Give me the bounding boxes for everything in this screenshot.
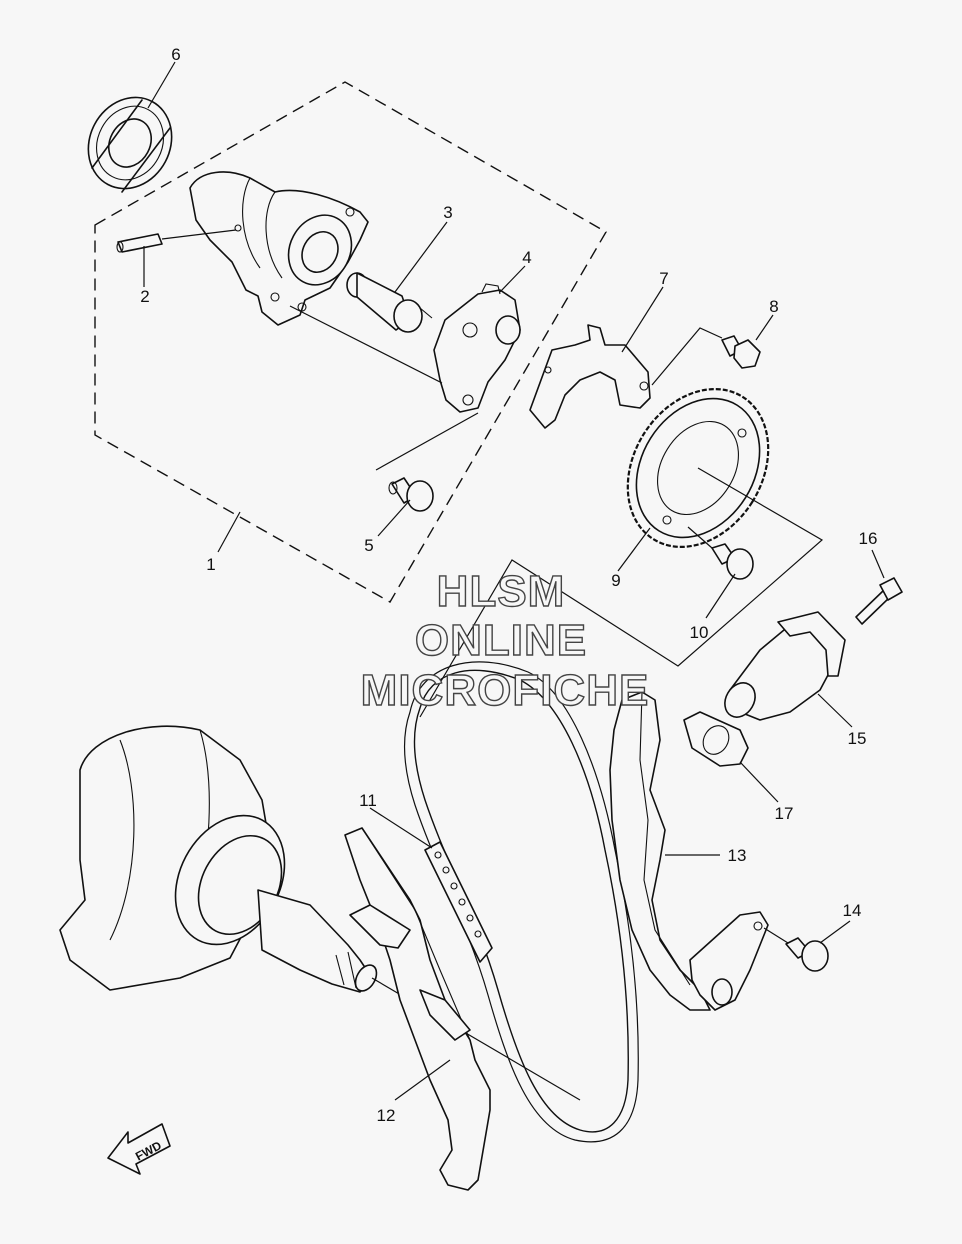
callout-7: 7 <box>659 269 668 288</box>
bolt-part-16 <box>855 577 903 625</box>
dowel-pin-part <box>116 229 237 253</box>
callout-17: 17 <box>775 804 794 823</box>
decompression-plate-part <box>433 283 521 413</box>
camshaft-assembly-outline <box>94 81 607 603</box>
gasket-part <box>683 711 749 767</box>
callout-10: 10 <box>690 623 709 642</box>
chain-tensioner-part <box>724 611 846 721</box>
callout-leaders <box>143 61 885 1101</box>
bolt-part-10 <box>711 543 754 580</box>
callout-12: 12 <box>377 1106 396 1125</box>
callout-11: 11 <box>359 791 377 810</box>
callout-15: 15 <box>848 729 867 748</box>
callout-5: 5 <box>364 536 373 555</box>
chain-guide-intake-part <box>609 691 769 1011</box>
callout-1: 1 <box>206 555 215 574</box>
callout-13: 13 <box>728 846 747 865</box>
callout-16: 16 <box>859 529 878 548</box>
callout-3: 3 <box>443 203 452 222</box>
callout-4: 4 <box>522 248 531 267</box>
callout-8: 8 <box>769 297 778 316</box>
chain-guide-stopper-part <box>424 841 493 963</box>
crankshaft-part <box>59 725 378 993</box>
bearing-part <box>87 96 173 193</box>
fwd-arrow-icon <box>107 1123 171 1175</box>
callout-6: 6 <box>171 45 180 64</box>
camshaft-part <box>189 171 369 326</box>
bolt-part-14 <box>785 937 829 972</box>
chain-guide-exhaust-part <box>344 827 491 1191</box>
callout-14: 14 <box>843 901 862 920</box>
bolt-part-8 <box>721 335 761 369</box>
bolt-part-5 <box>388 477 434 512</box>
callout-2: 2 <box>140 287 149 306</box>
watermark-line-3: MICROFICHE <box>361 666 650 715</box>
callout-9: 9 <box>611 571 620 590</box>
guide-plate-part <box>529 324 651 429</box>
watermark-line-2: ONLINE <box>415 616 587 665</box>
decompression-pin-part <box>346 272 433 333</box>
watermark-line-1: HLSM <box>437 567 566 616</box>
